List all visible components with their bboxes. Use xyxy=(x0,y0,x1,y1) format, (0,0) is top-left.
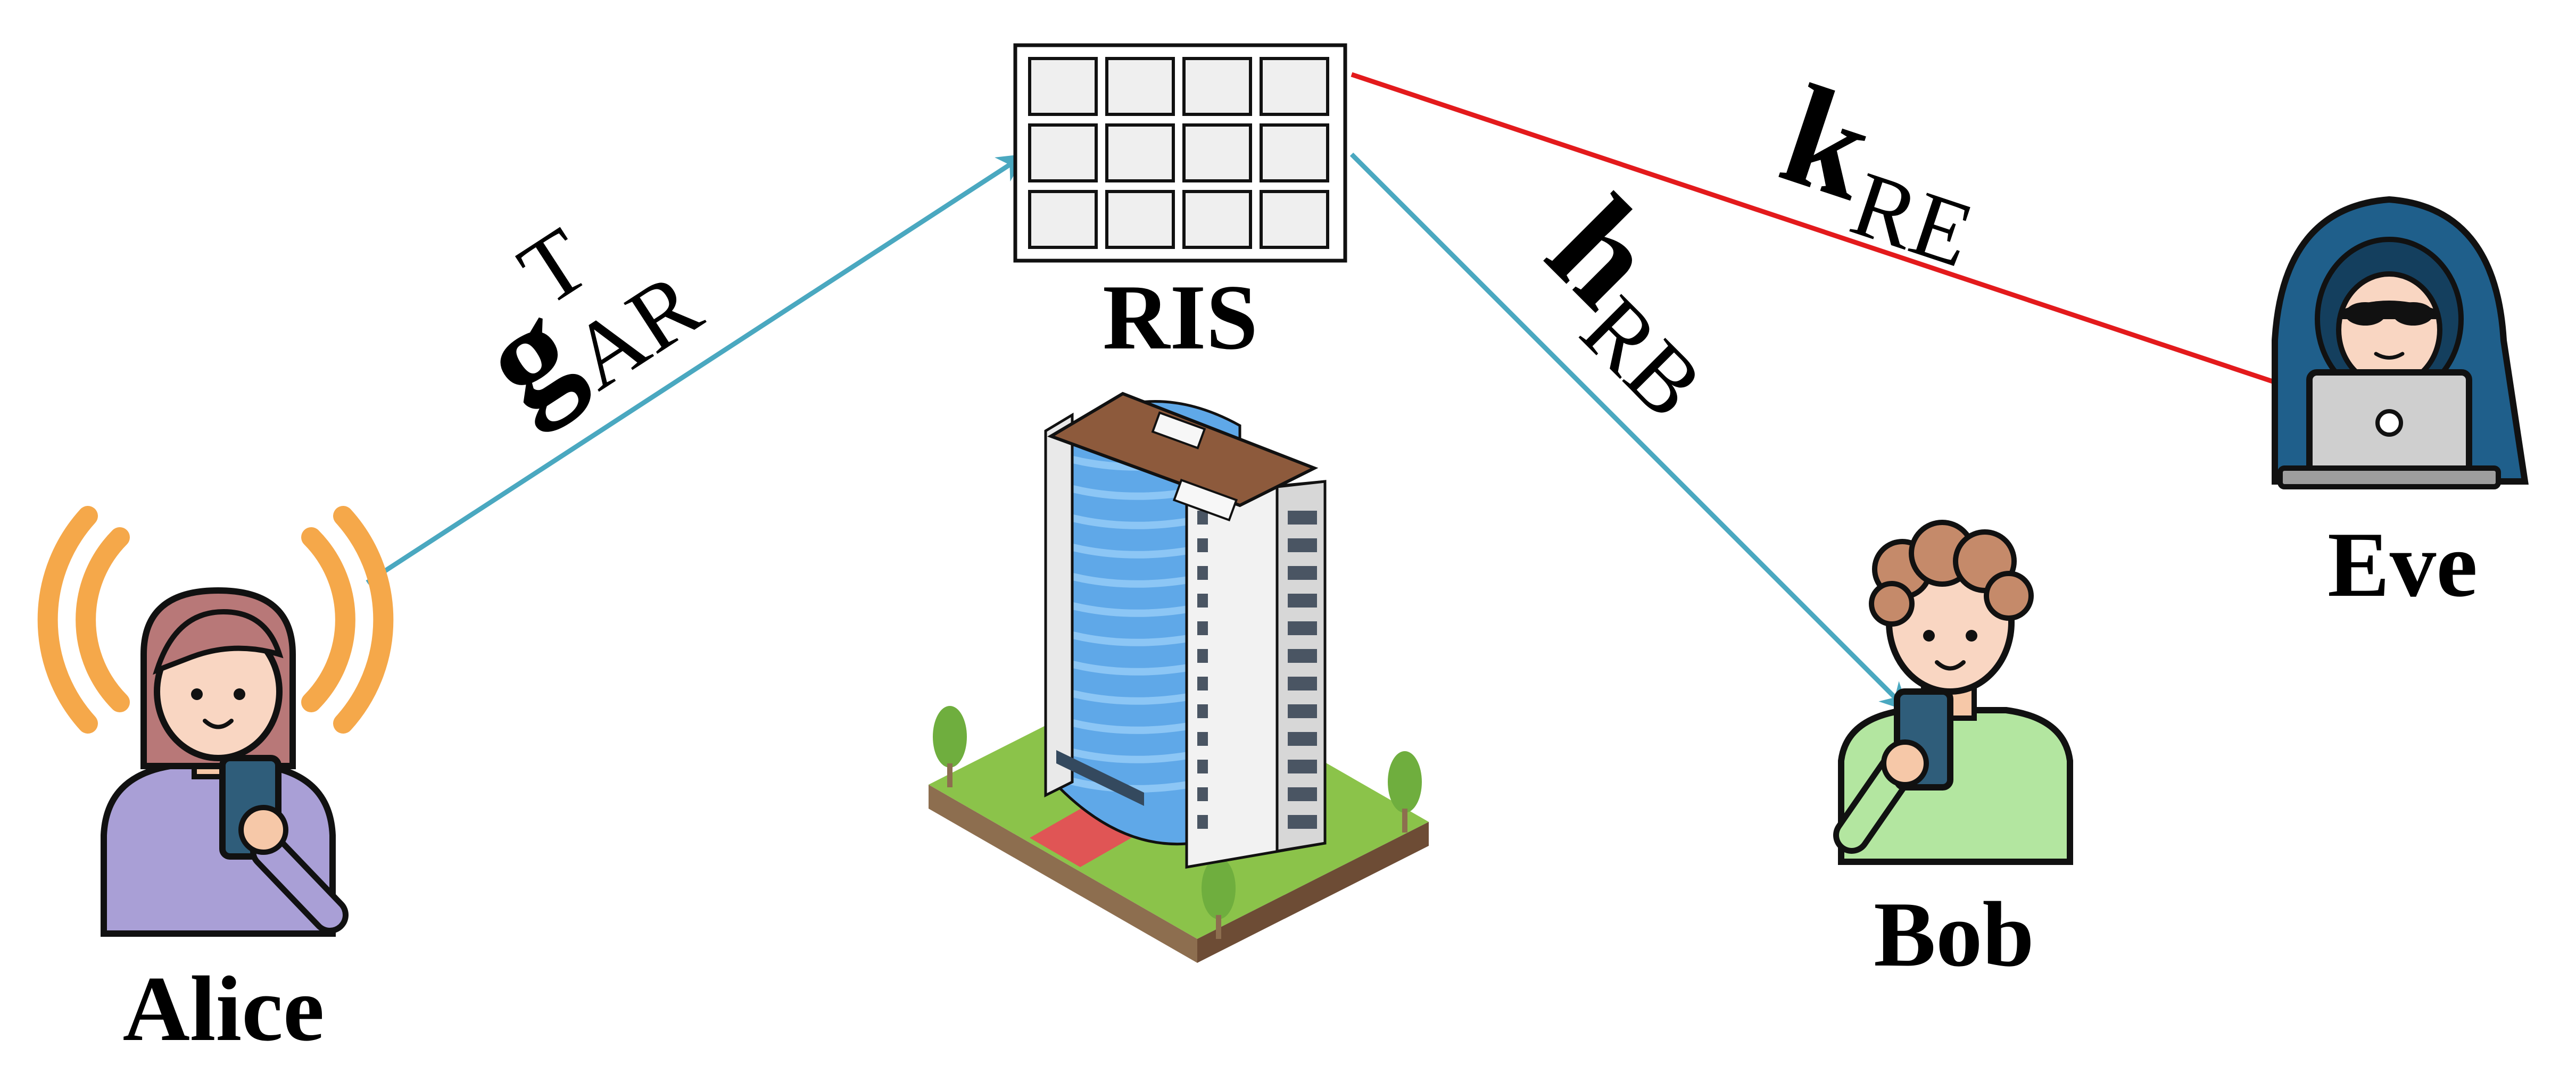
ris-element xyxy=(1105,57,1175,116)
ris-element xyxy=(1182,123,1252,182)
ris-element xyxy=(1182,190,1252,249)
label-k-subscript: RE xyxy=(1840,152,1985,287)
bob-label: Bob xyxy=(1874,883,2034,986)
label-h-rb: h RB xyxy=(1518,168,1722,437)
alice-label: Alice xyxy=(123,957,325,1060)
ris-label: RIS xyxy=(1103,265,1258,369)
ris-element xyxy=(1260,57,1329,116)
ris-element xyxy=(1260,123,1329,182)
link-ris-bob xyxy=(1349,152,1909,712)
ris-element xyxy=(1028,57,1098,116)
ris-panel-icon xyxy=(1013,43,1347,263)
ris-element xyxy=(1105,190,1175,249)
label-g-ar-t: g T AR xyxy=(454,207,718,443)
bob-person-icon xyxy=(1833,520,2073,865)
link-ris-eve xyxy=(1351,72,2315,400)
eve-hacker-icon xyxy=(2272,196,2529,489)
ris-element xyxy=(1028,123,1098,182)
label-k-re: k RE xyxy=(1765,54,1985,287)
alice-person-icon xyxy=(37,506,394,937)
ris-element xyxy=(1260,190,1329,249)
ris-element xyxy=(1182,57,1252,116)
link-alice-ris xyxy=(366,154,1027,585)
ris-element xyxy=(1028,190,1098,249)
eve-label: Eve xyxy=(2327,513,2478,616)
ris-element xyxy=(1105,123,1175,182)
signal-waves-icon xyxy=(37,506,394,734)
building-icon xyxy=(929,392,1429,963)
